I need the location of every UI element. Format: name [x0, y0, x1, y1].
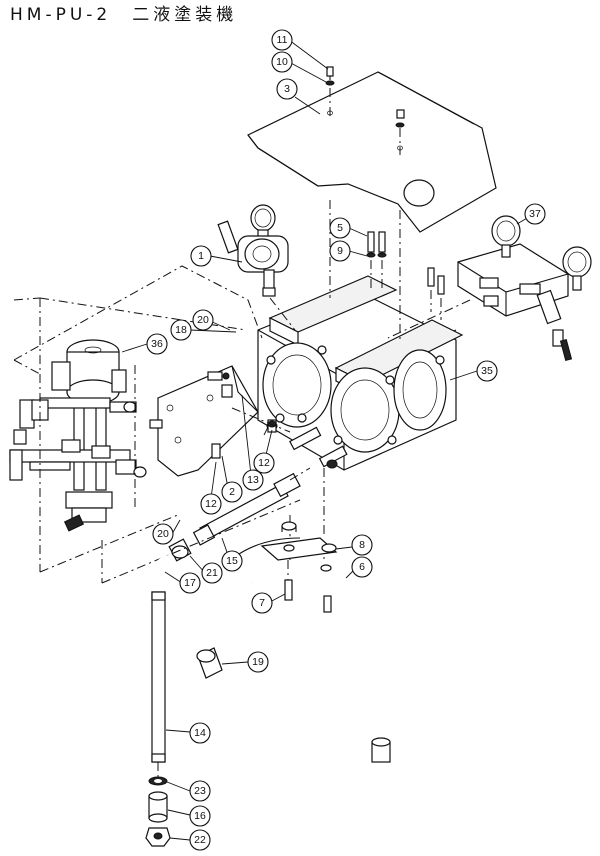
callout-20-top: 20: [192, 309, 214, 331]
pump-body-part-35: [257, 275, 464, 471]
callout-1: 1: [190, 245, 212, 267]
callout-8: 8: [351, 534, 373, 556]
bolts-part-5: [329, 200, 445, 340]
cover-part-3: [247, 71, 497, 233]
callout-label: 9: [337, 245, 343, 257]
callout-11: 11: [271, 29, 293, 51]
callout-label: 5: [337, 222, 343, 234]
callout-7: 7: [251, 592, 273, 614]
callout-label: 16: [194, 810, 206, 822]
callout-label: 12: [258, 457, 270, 469]
callout-label: 6: [359, 561, 365, 573]
regulator-part-1: [217, 204, 296, 331]
callout-label: 1: [198, 250, 204, 262]
callout-23: 23: [189, 780, 211, 802]
callout-3: 3: [276, 78, 298, 100]
callout-9: 9: [329, 240, 351, 262]
callout-label: 36: [151, 338, 163, 350]
nut-part-22: [145, 827, 171, 847]
callout-14: 14: [189, 722, 211, 744]
callout-36: 36: [146, 333, 168, 355]
callout-10: 10: [271, 51, 293, 73]
screw-part-11: [325, 66, 335, 118]
callout-label: 7: [259, 597, 265, 609]
callout-label: 37: [529, 208, 541, 220]
washer-part-23: [148, 776, 168, 786]
callout-15: 15: [221, 550, 243, 572]
callout-label: 3: [284, 83, 290, 95]
callout-label: 23: [194, 785, 206, 797]
spacer-part-8: [281, 521, 337, 553]
callout-13: 13: [242, 469, 264, 491]
callout-22: 22: [189, 829, 211, 851]
callout-label: 35: [481, 365, 493, 377]
callout-label: 15: [226, 555, 238, 567]
callout-label: 11: [277, 34, 288, 46]
gun-assembly-part-36: [9, 339, 147, 532]
callout-label: 10: [276, 56, 288, 68]
callout-label: 12: [205, 498, 217, 510]
callout-37: 37: [524, 203, 546, 225]
hose-part-15: [168, 467, 311, 562]
callout-12-right: 12: [253, 452, 275, 474]
callout-label: 18: [175, 324, 187, 336]
callout-label: 17: [184, 577, 196, 589]
leader-lines: [121, 39, 535, 841]
callout-20-bottom: 20: [152, 523, 174, 545]
callout-label: 20: [197, 314, 209, 326]
callout-label: 8: [359, 539, 365, 551]
callout-2: 2: [221, 481, 243, 503]
suction-pipe-part-14: [151, 555, 173, 780]
callout-label: 19: [252, 656, 264, 668]
callout-label: 14: [194, 727, 206, 739]
bolt-part-7: [284, 560, 332, 613]
callout-16: 16: [189, 805, 211, 827]
gauge-manifold-part-37: [387, 215, 592, 362]
cover-bolt: [395, 109, 405, 155]
stand-part-6: [208, 536, 386, 743]
callout-6: 6: [351, 556, 373, 578]
bracket-part-2: [149, 365, 291, 477]
foot-cap-part-19: [196, 647, 391, 763]
callout-5: 5: [329, 217, 351, 239]
callout-label: 20: [157, 528, 169, 540]
callout-18: 18: [170, 319, 192, 341]
callout-19: 19: [247, 651, 269, 673]
callout-label: 21: [206, 567, 218, 579]
callout-17: 17: [179, 572, 201, 594]
drawing-title: HM-PU-2 二液塗装機: [10, 5, 238, 25]
callout-label: 22: [194, 834, 206, 846]
callout-12-left: 12: [200, 493, 222, 515]
callout-35: 35: [476, 360, 498, 382]
callout-21: 21: [201, 562, 223, 584]
callout-label: 2: [229, 486, 235, 498]
filter-part-16: [148, 791, 168, 823]
callout-label: 13: [247, 474, 259, 486]
